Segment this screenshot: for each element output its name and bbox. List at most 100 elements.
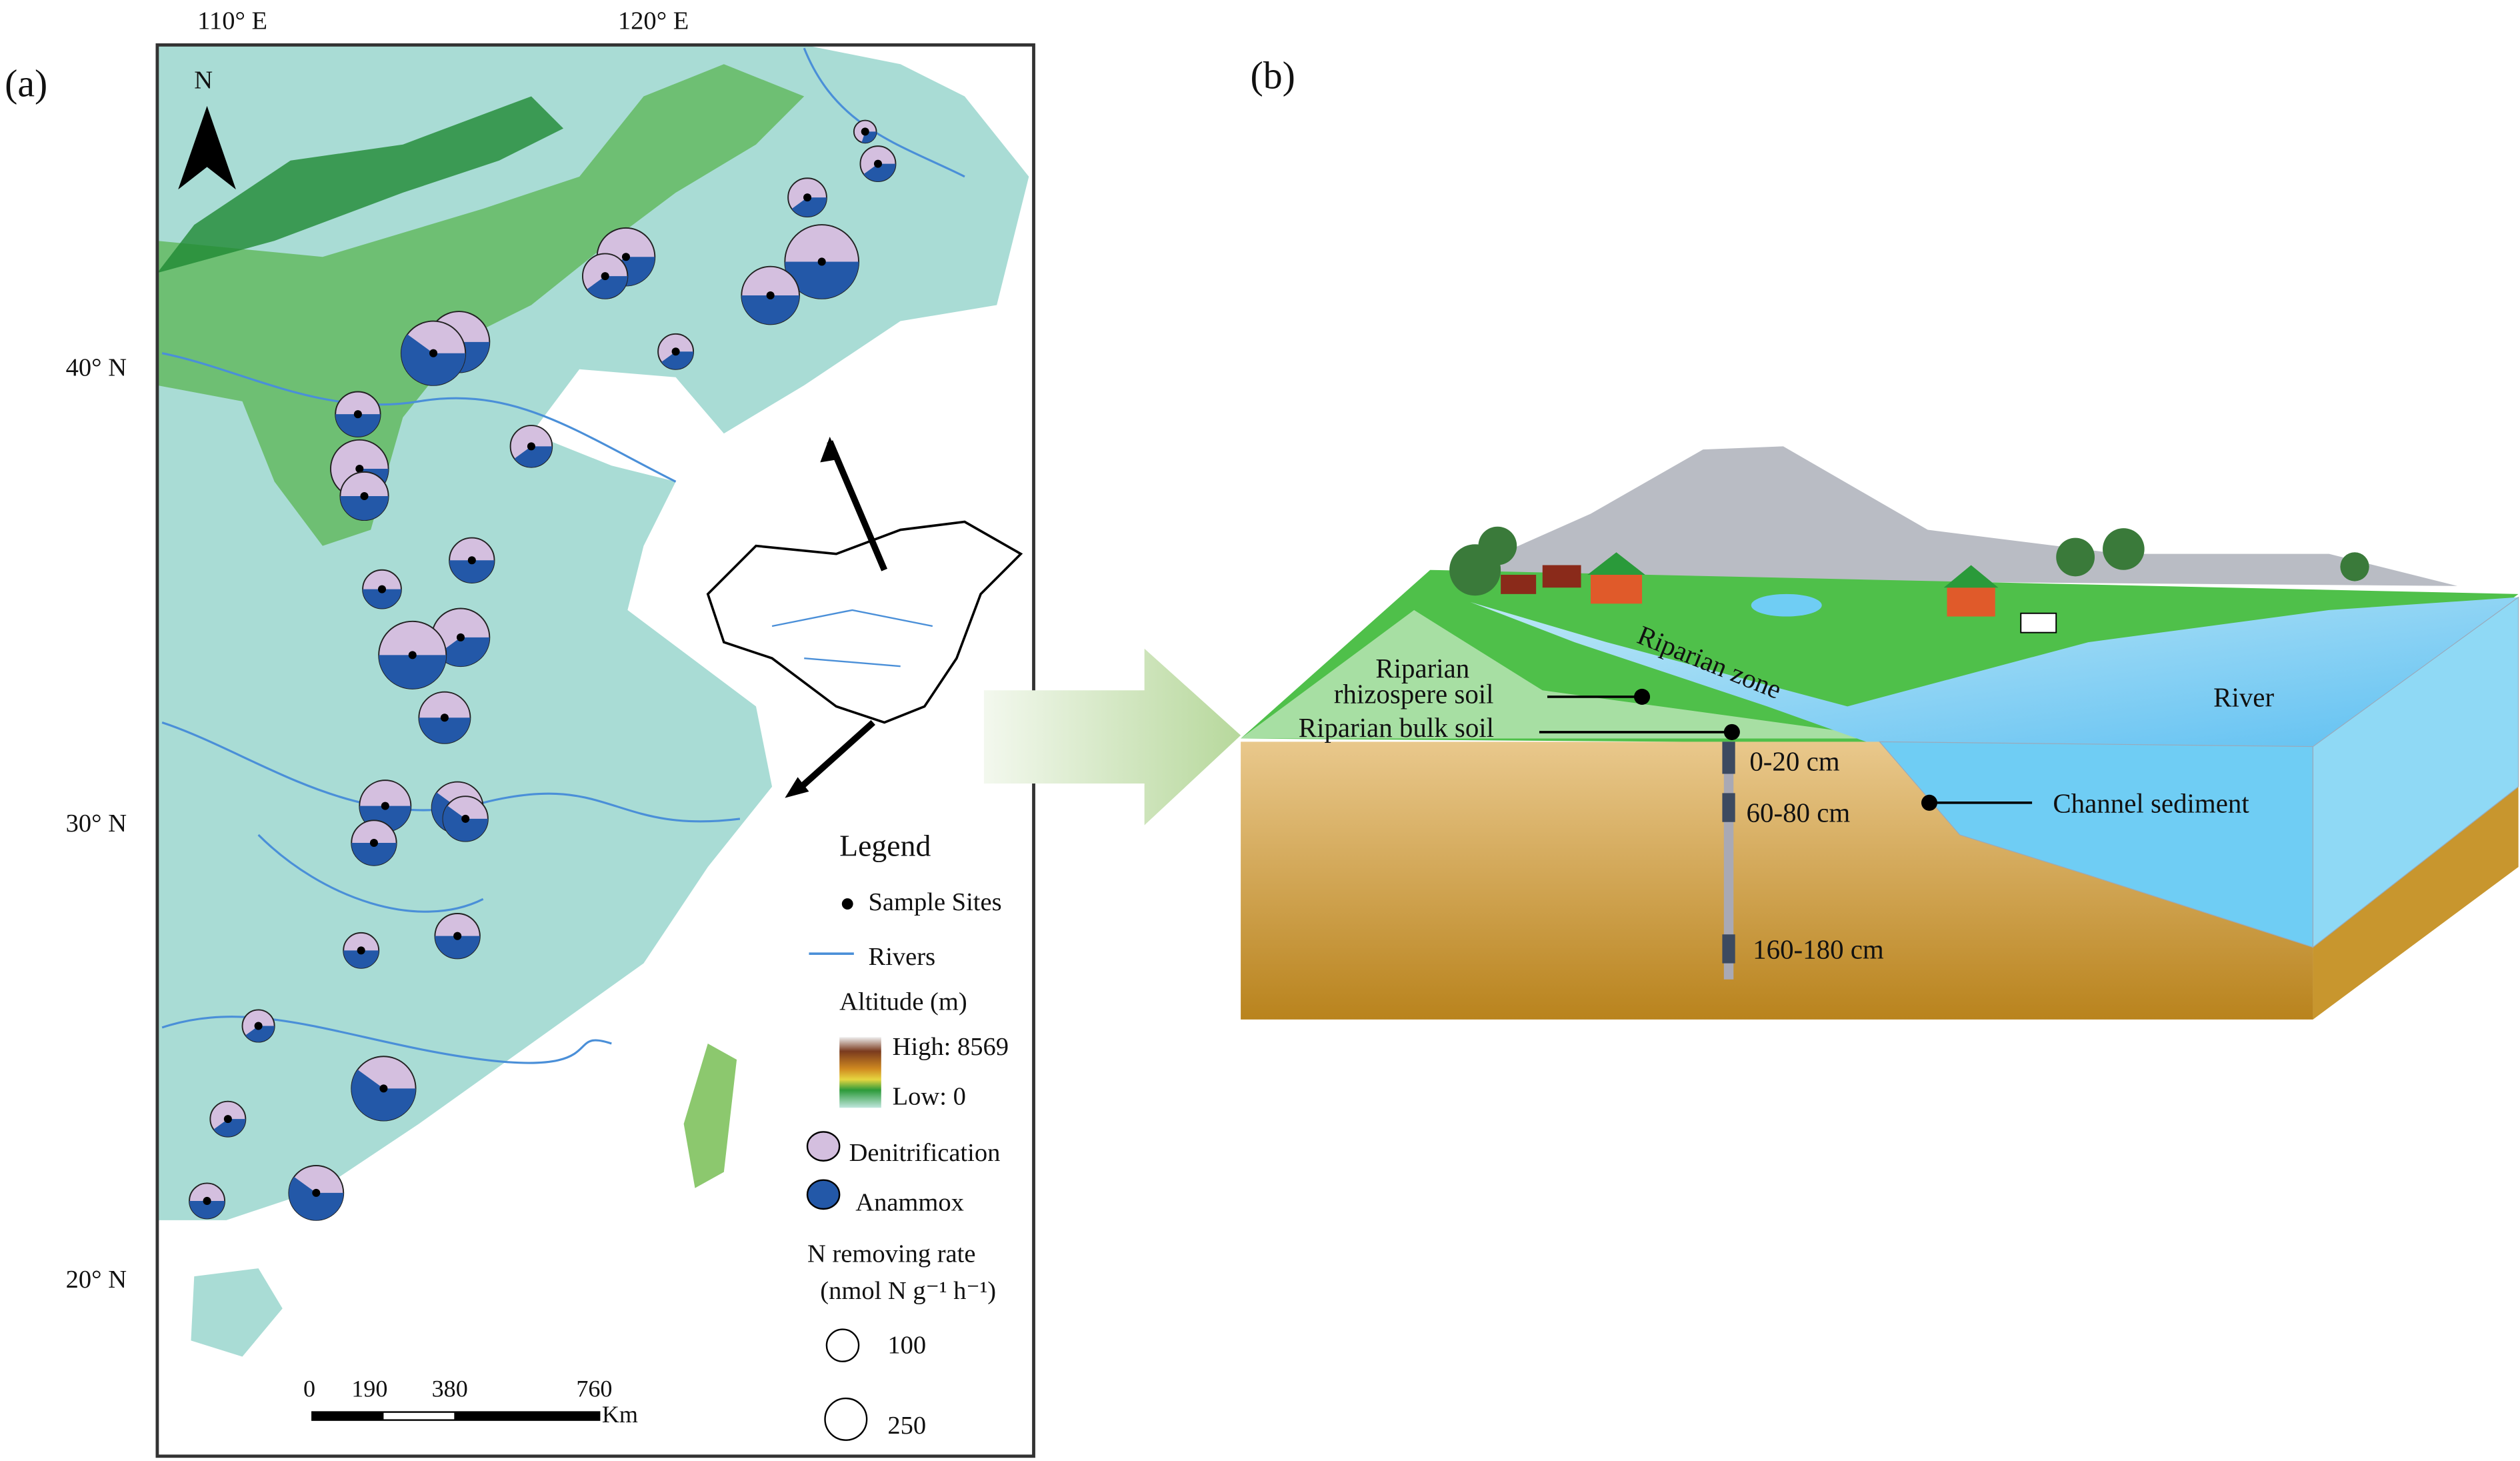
site-pie xyxy=(400,320,467,386)
anammox-slice xyxy=(741,295,799,325)
site-pie xyxy=(581,253,629,299)
pond xyxy=(1751,593,1822,617)
site-pie xyxy=(449,537,495,583)
sample-site-dot xyxy=(873,159,882,168)
label-rhizosphere-1: Riparian xyxy=(1375,653,1469,683)
anammox-slice xyxy=(379,655,447,689)
panel-a-label: (a) xyxy=(5,63,47,105)
svg-text:Low: 0: Low: 0 xyxy=(893,1082,966,1110)
svg-text:N removing rate: N removing rate xyxy=(807,1240,975,1268)
anammox-slice xyxy=(213,1119,246,1137)
sample-site-dot xyxy=(379,1084,388,1093)
sample-site-dot xyxy=(203,1196,211,1205)
sample-site-dot xyxy=(766,291,775,300)
site-pie xyxy=(288,1165,345,1221)
anammox-slice xyxy=(401,334,466,385)
label-bulk-soil: Riparian bulk soil xyxy=(1299,713,1494,743)
sample-site-dot xyxy=(527,442,535,451)
anammox-slice xyxy=(351,1070,416,1121)
sample-site-dot xyxy=(861,127,869,136)
riparian-block-diagram: Riparian rhizospere soil Riparian bulk s… xyxy=(1241,446,2519,1020)
panel-b-label: (b) xyxy=(1251,55,1295,97)
sample-site-dot xyxy=(223,1115,232,1124)
site-pie xyxy=(859,145,897,183)
sample-site-dot xyxy=(817,257,826,266)
svg-text:250: 250 xyxy=(887,1412,926,1440)
svg-text:Altitude (m): Altitude (m) xyxy=(839,988,967,1016)
north-arrow: N xyxy=(178,66,236,190)
label-depth-60-80: 60-80 cm xyxy=(1747,798,1851,828)
sample-site-dot xyxy=(467,556,476,565)
map: N Legend Sample Sites Rivers Altitude (m… xyxy=(155,43,1035,1458)
sample-site-dot xyxy=(369,839,378,848)
site-pie xyxy=(351,1056,417,1122)
site-pie xyxy=(787,177,827,218)
anammox-slice xyxy=(514,446,553,467)
anammox-slice xyxy=(343,950,379,968)
site-pie xyxy=(442,796,489,842)
anammox-slice xyxy=(340,495,389,521)
anammox-slice xyxy=(449,560,495,583)
svg-text:Denitrification: Denitrification xyxy=(849,1139,1001,1167)
svg-text:380: 380 xyxy=(432,1376,468,1402)
anammox-slice xyxy=(791,197,827,217)
anammox-slice xyxy=(435,936,480,959)
anammox-slice xyxy=(443,806,488,842)
anammox-slice xyxy=(363,589,401,609)
svg-text:190: 190 xyxy=(351,1376,387,1402)
sample-site-dot xyxy=(461,814,470,823)
water-front xyxy=(1879,741,2314,948)
sample-site-dot xyxy=(360,491,369,500)
water-side xyxy=(2312,596,2519,948)
north-arrow-icon xyxy=(178,105,236,190)
sample-site-dot xyxy=(671,347,680,356)
site-pie xyxy=(741,265,800,325)
label-channel-sediment: Channel sediment xyxy=(2053,788,2249,818)
site-pie xyxy=(343,932,380,969)
site-pie xyxy=(335,391,381,437)
svg-text:100: 100 xyxy=(887,1332,926,1360)
riparian-strip xyxy=(1241,609,1896,739)
sample-site-dot xyxy=(601,272,609,281)
label-depth-160-180: 160-180 cm xyxy=(1753,934,1884,964)
sample-site-dot xyxy=(456,633,465,641)
sample-site-dot xyxy=(353,410,362,419)
pie-markers xyxy=(189,119,897,1221)
river-surface xyxy=(1470,597,2519,747)
anammox-slice xyxy=(661,351,694,369)
site-pie xyxy=(418,691,471,744)
svg-text:N: N xyxy=(194,66,213,94)
legend: Legend Sample Sites Rivers Altitude (m) … xyxy=(806,828,1009,1441)
highland-north xyxy=(157,96,564,273)
site-pie xyxy=(241,1009,275,1043)
site-pie xyxy=(362,569,402,609)
sample-site-dot xyxy=(357,946,365,955)
svg-text:(nmol N g⁻¹ h⁻¹): (nmol N g⁻¹ h⁻¹) xyxy=(820,1277,996,1305)
svg-text:Legend: Legend xyxy=(839,828,931,862)
sample-site-dot xyxy=(429,349,438,357)
sample-site-dot xyxy=(621,253,630,261)
sample-site-dot xyxy=(312,1188,321,1197)
anammox-slice xyxy=(437,637,490,667)
sample-site-dot xyxy=(408,651,417,659)
lon-label-120: 120° E xyxy=(618,7,689,35)
taiwan-island xyxy=(683,1044,737,1188)
anammox-slice xyxy=(785,261,859,299)
sample-site-dot xyxy=(254,1022,263,1030)
anammox-slice xyxy=(351,843,397,866)
site-pie xyxy=(339,471,389,521)
hainan-island xyxy=(191,1268,283,1357)
highland xyxy=(157,64,805,546)
soil-side xyxy=(2313,786,2519,1020)
site-pie xyxy=(509,425,553,468)
svg-text:Km: Km xyxy=(602,1401,638,1428)
scale-bar: 0 190 380 760 Km xyxy=(303,1376,638,1428)
sample-site-dot xyxy=(803,193,812,202)
mountain xyxy=(1446,446,2458,586)
lat-label-30: 30° N xyxy=(66,810,127,838)
lat-label-40: 40° N xyxy=(66,353,127,381)
label-depth-0-20: 0-20 cm xyxy=(1749,747,1839,777)
sample-site-dot xyxy=(377,585,387,593)
site-pie xyxy=(784,224,860,299)
site-pie xyxy=(853,119,877,144)
